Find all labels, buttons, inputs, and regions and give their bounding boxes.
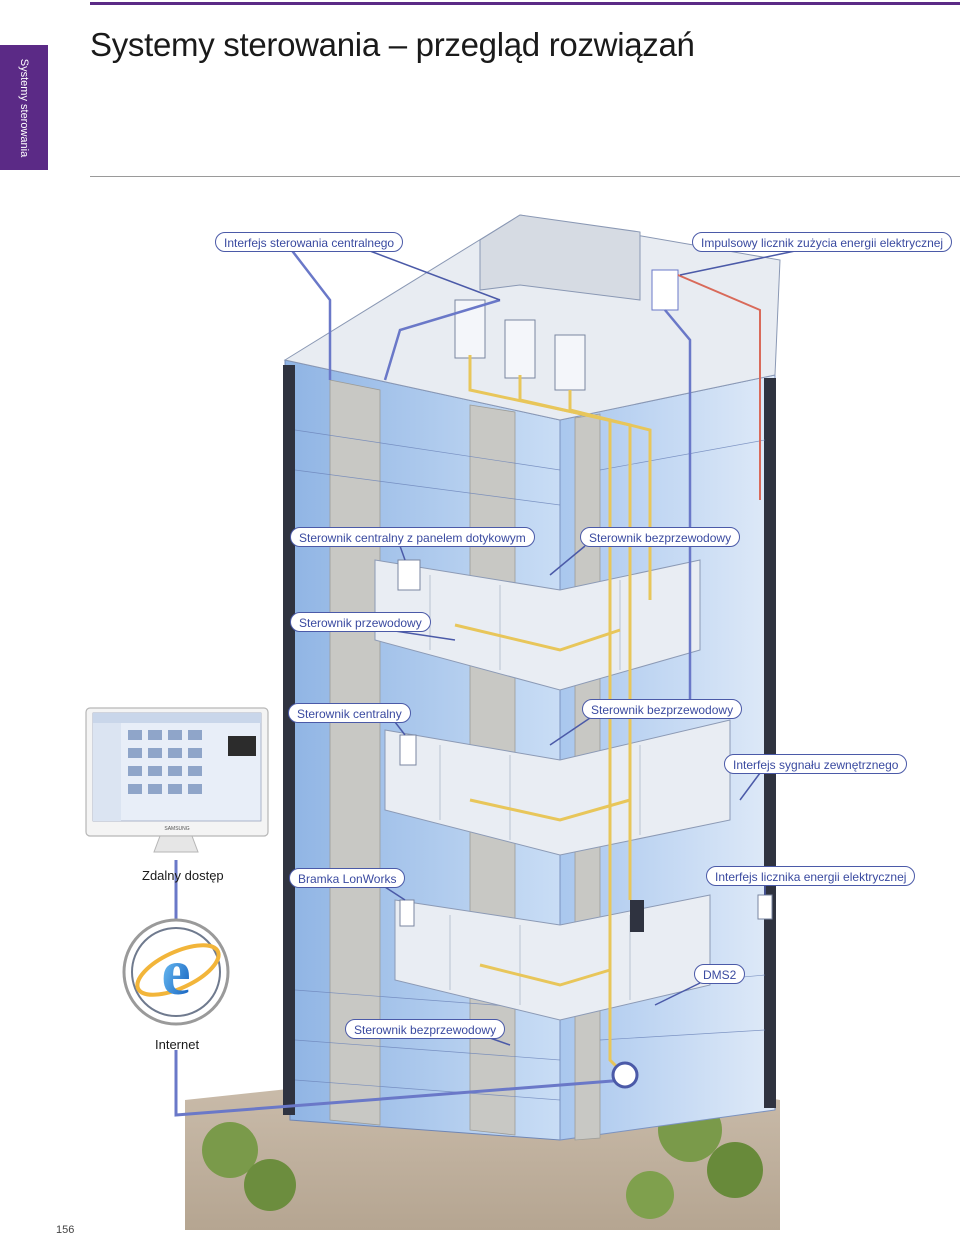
internet-label: Internet	[155, 1037, 200, 1052]
office-floor-2	[384, 719, 731, 856]
top-rule	[90, 2, 960, 5]
callout-central-control-interface-text: Interfejs sterowania centralnego	[224, 236, 395, 250]
section-tab: Systemy sterowania	[0, 45, 48, 170]
internet-line	[174, 1050, 626, 1117]
callout-wireless-controller-1: Sterownik bezprzewodowy	[580, 527, 741, 547]
callout-central-controller-text: Sterownik centralny	[297, 707, 402, 721]
callout-external-signal-interface-text: Interfejs sygnału zewnętrznego	[733, 758, 899, 772]
callout-wireless-controller-3: Sterownik bezprzewodowy	[345, 1019, 506, 1039]
roof-meter	[651, 269, 679, 311]
page-number: 156	[56, 1224, 75, 1236]
callout-touch-panel-controller-text: Sterownik centralny z panelem dotykowym	[299, 531, 526, 545]
roof-stair-tower	[479, 214, 641, 301]
room-partitions	[429, 575, 641, 1005]
wiring-yellow	[454, 355, 652, 1077]
callout-touch-panel-controller: Sterownik centralny z panelem dotykowym	[290, 527, 535, 547]
page-title: Systemy sterowania – przegląd rozwiązań	[90, 26, 695, 63]
callout-energy-meter-interface: Interfejs licznika energii elektrycznej	[706, 866, 916, 886]
callout-wireless-controller-3-text: Sterownik bezprzewodowy	[354, 1023, 497, 1037]
svg-text:e: e	[161, 936, 190, 1009]
callout-central-controller: Sterownik centralny	[288, 703, 411, 723]
window-grid	[294, 429, 766, 1101]
callout-dms2: DMS2	[694, 964, 746, 984]
callout-pulse-energy-meter: Impulsowy licznik zużycia energii elektr…	[692, 232, 953, 252]
wiring-red	[677, 274, 761, 500]
office-floor-1	[374, 559, 701, 691]
wiring-blue	[289, 247, 692, 700]
callout-wireless-controller-1-text: Sterownik bezprzewodowy	[589, 531, 732, 545]
monitor: SAMSUNG	[85, 707, 269, 853]
remote-access-label: Zdalny dostęp	[142, 868, 224, 883]
callout-external-signal-interface: Interfejs sygnału zewnętrznego	[724, 754, 908, 774]
callout-leaders	[369, 250, 796, 1046]
dms2-connection-node	[611, 1061, 639, 1089]
callout-wired-controller-text: Sterownik przewodowy	[299, 616, 422, 630]
callout-wireless-controller-2-text: Sterownik bezprzewodowy	[591, 703, 734, 717]
callout-lonworks-gateway: Bramka LonWorks	[289, 868, 406, 888]
callout-energy-meter-interface-text: Interfejs licznika energii elektrycznej	[715, 870, 907, 884]
callout-pulse-energy-meter-text: Impulsowy licznik zużycia energii elektr…	[701, 236, 944, 250]
dms2-unit	[630, 900, 644, 932]
callout-wired-controller: Sterownik przewodowy	[290, 612, 431, 632]
callout-dms2-text: DMS2	[703, 968, 737, 982]
internet-explorer-icon: e	[122, 918, 230, 1026]
callout-wireless-controller-2: Sterownik bezprzewodowy	[582, 699, 743, 719]
monitor-brand: SAMSUNG	[164, 826, 189, 832]
title-rule	[90, 176, 960, 177]
dark-columns	[283, 365, 776, 1115]
controller-devices	[397, 559, 773, 927]
callout-central-control-interface: Interfejs sterowania centralnego	[215, 232, 404, 252]
callout-lonworks-gateway-text: Bramka LonWorks	[298, 872, 397, 886]
